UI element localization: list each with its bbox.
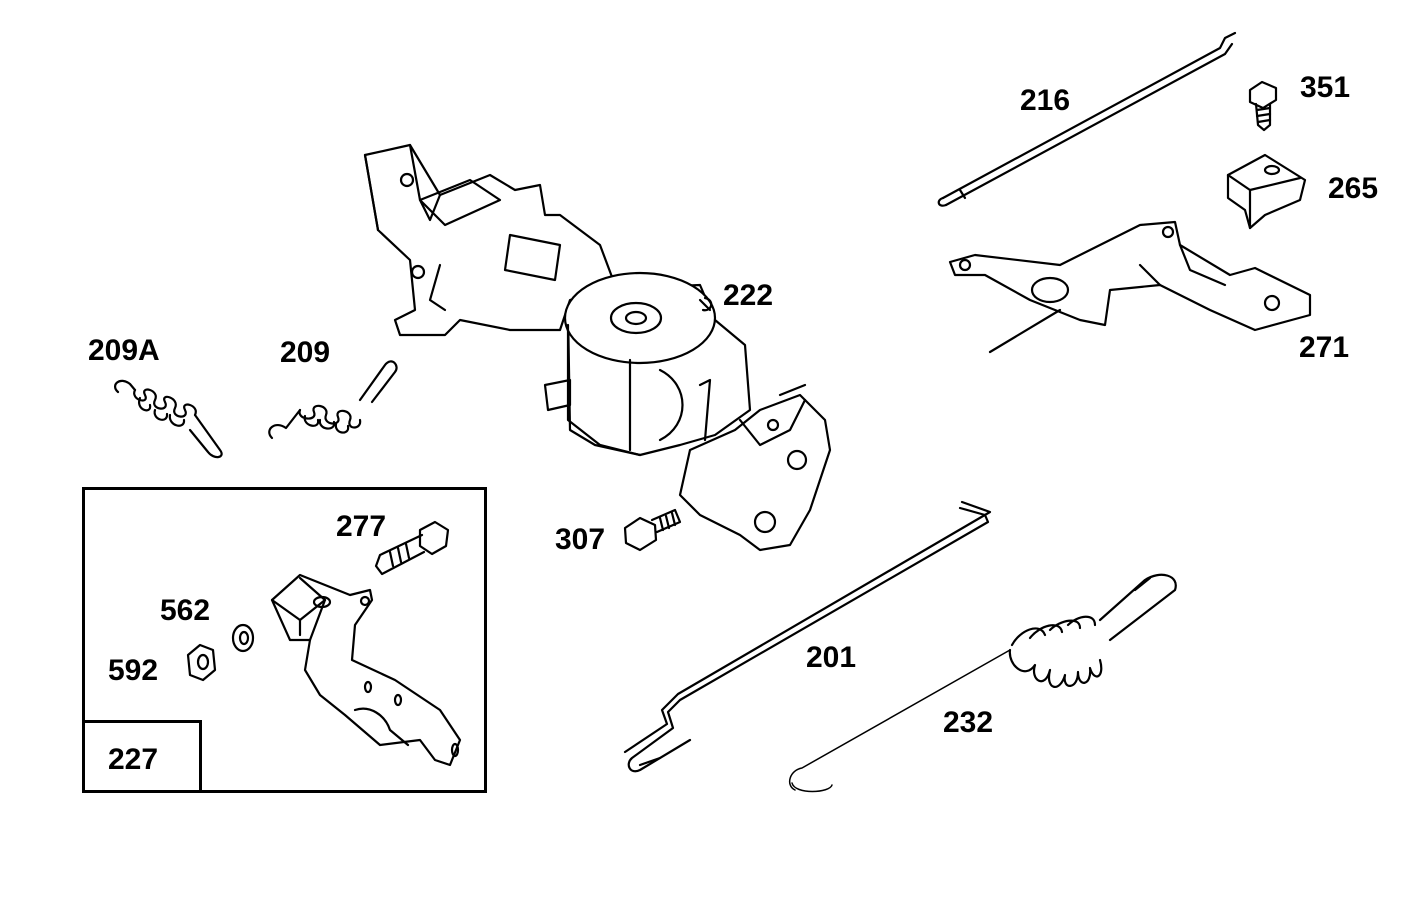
bolt-277 <box>374 520 450 576</box>
label-232: 232 <box>943 706 994 739</box>
spring-232 <box>788 573 1177 793</box>
spring-209a <box>114 379 223 459</box>
rod-201 <box>623 500 992 773</box>
label-265: 265 <box>1328 172 1379 205</box>
label-277: 277 <box>336 510 387 543</box>
bolt-307 <box>623 508 682 552</box>
label-351: 351 <box>1300 71 1351 104</box>
label-227: 227 <box>108 743 159 776</box>
clip-265 <box>1226 153 1307 230</box>
screw-351 <box>1248 80 1278 132</box>
governor-lever-227 <box>270 573 462 767</box>
label-216: 216 <box>1020 84 1071 117</box>
label-209a: 209A <box>88 334 160 367</box>
nut-592 <box>186 643 217 682</box>
governor-bracket-assembly <box>363 143 832 552</box>
inset-227-frame <box>82 487 487 793</box>
label-201: 201 <box>806 641 857 674</box>
spring-209 <box>268 360 398 440</box>
label-222: 222 <box>723 279 774 312</box>
inset-227-tag <box>82 720 202 793</box>
lever-271 <box>948 220 1312 354</box>
washer-562 <box>231 623 255 653</box>
rod-216 <box>937 31 1237 207</box>
label-592: 592 <box>108 654 159 687</box>
label-562: 562 <box>160 594 211 627</box>
label-307: 307 <box>555 523 606 556</box>
label-209: 209 <box>280 336 331 369</box>
label-271: 271 <box>1299 331 1350 364</box>
